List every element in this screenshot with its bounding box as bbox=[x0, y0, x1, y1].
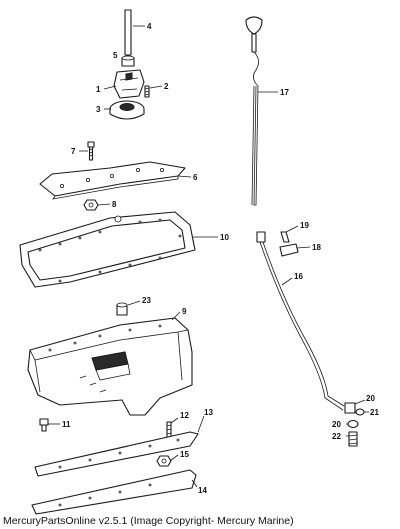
callout-23: 23 bbox=[142, 296, 151, 305]
callout-8: 8 bbox=[112, 200, 117, 209]
callout-6: 6 bbox=[193, 173, 198, 182]
part-10-oil-pan-gasket bbox=[19, 211, 196, 288]
part-11-drain-bolt bbox=[39, 418, 49, 432]
callout-1: 1 bbox=[96, 85, 101, 94]
callout-13: 13 bbox=[204, 408, 213, 417]
callout-3: 3 bbox=[96, 105, 101, 114]
part-14-pan-seal-strip bbox=[31, 469, 197, 515]
callout-5: 5 bbox=[113, 51, 118, 60]
part-9-oil-pan bbox=[27, 317, 193, 416]
callout-numbers: 1 2 3 4 5 6 7 8 9 10 11 12 13 14 15 16 1… bbox=[62, 22, 379, 495]
part-17-dipstick bbox=[245, 16, 263, 206]
part-18-clip bbox=[279, 243, 299, 257]
part-21-olive bbox=[355, 408, 365, 416]
callout-21: 21 bbox=[370, 408, 379, 417]
callout-17: 17 bbox=[280, 88, 289, 97]
part-16-dipstick-tube bbox=[256, 231, 345, 411]
callout-22: 22 bbox=[332, 432, 341, 441]
part-20-fitting-lower bbox=[347, 419, 359, 429]
part-8-nut bbox=[83, 199, 99, 211]
part-7-bolt bbox=[87, 141, 95, 161]
callout-20-lower: 20 bbox=[332, 420, 341, 429]
callout-9: 9 bbox=[182, 307, 187, 316]
callout-2: 2 bbox=[164, 82, 169, 91]
part-1-pump-body bbox=[113, 69, 145, 99]
part-20-fitting-upper bbox=[344, 402, 356, 414]
callout-7: 7 bbox=[71, 147, 76, 156]
callout-15: 15 bbox=[180, 450, 189, 459]
part-13-pan-seal-strip bbox=[34, 431, 199, 477]
callout-10: 10 bbox=[220, 233, 229, 242]
tube-fittings bbox=[344, 402, 365, 447]
callout-20-upper: 20 bbox=[366, 394, 375, 403]
copyright-footer: MercuryPartsOnline v2.5.1 (Image Copyrig… bbox=[3, 515, 294, 527]
part-6-windage-tray bbox=[39, 161, 186, 200]
part-19-screw bbox=[280, 231, 290, 243]
oil-pump-assembly bbox=[109, 9, 150, 120]
part-23-plug bbox=[116, 302, 128, 316]
callout-11: 11 bbox=[62, 420, 71, 429]
callout-14: 14 bbox=[198, 486, 207, 495]
callout-12: 12 bbox=[180, 411, 189, 420]
leader-lines bbox=[48, 25, 369, 488]
callout-18: 18 bbox=[312, 243, 321, 252]
callout-4: 4 bbox=[147, 22, 152, 31]
callout-19: 19 bbox=[300, 221, 309, 230]
part-15-nut bbox=[156, 455, 172, 467]
part-4-pump-shaft bbox=[124, 9, 132, 56]
callout-16: 16 bbox=[294, 272, 303, 281]
